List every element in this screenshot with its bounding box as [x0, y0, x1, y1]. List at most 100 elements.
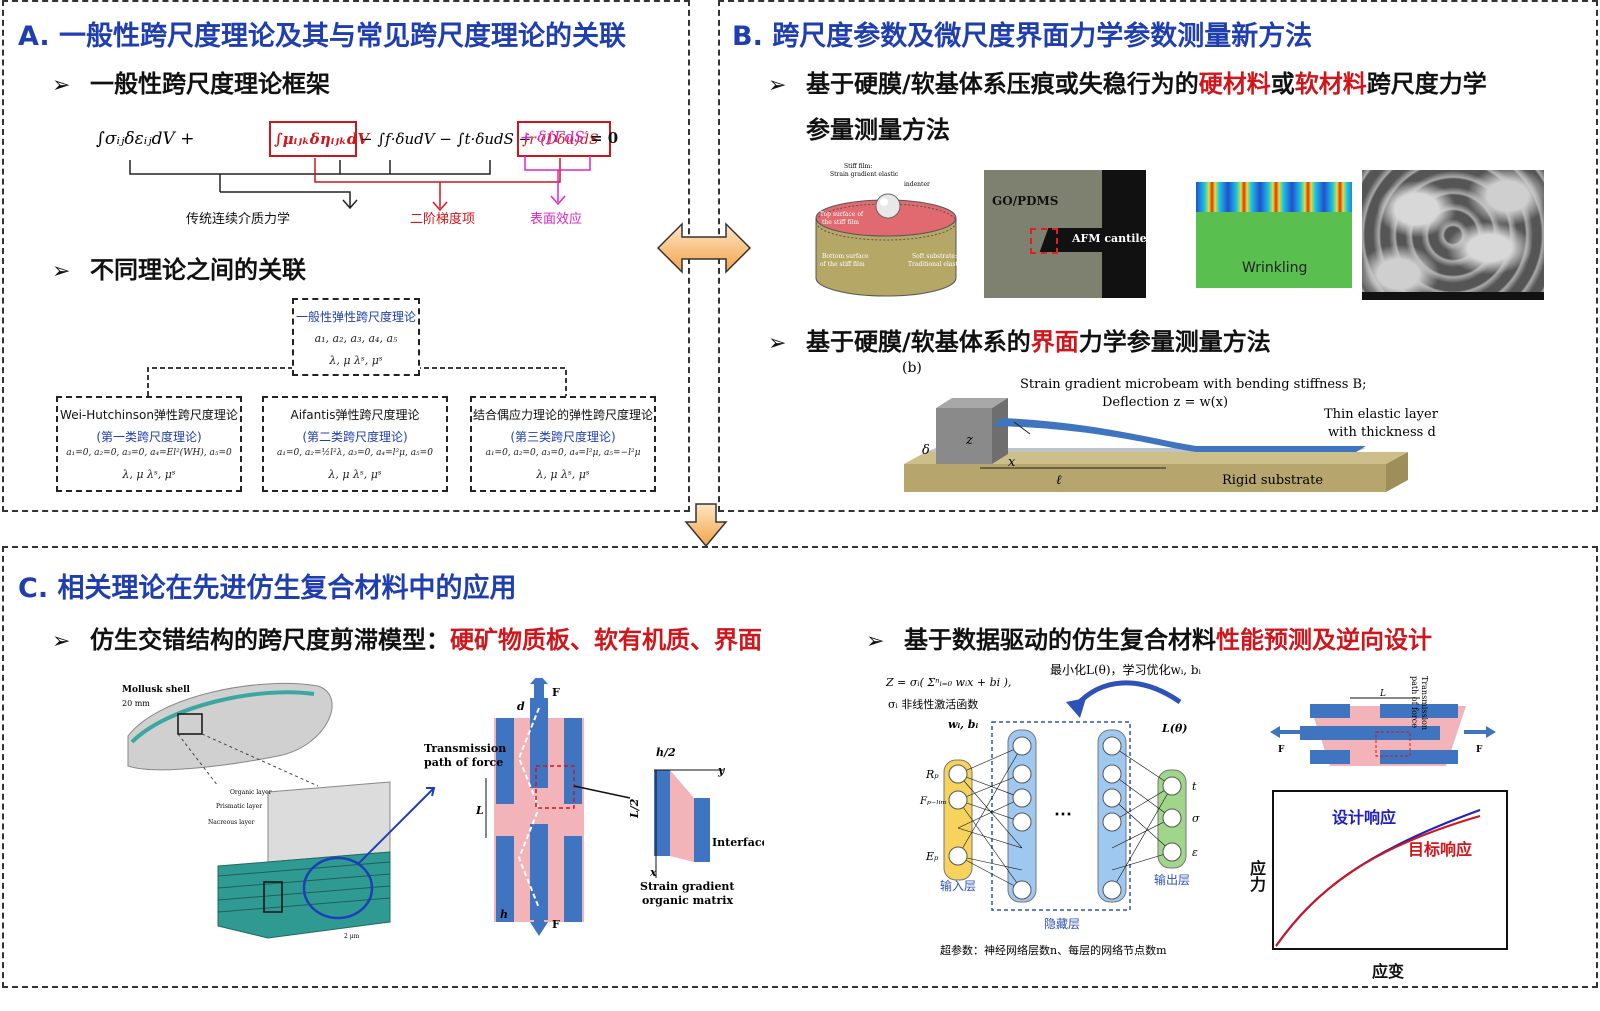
- stress-axis-label: 应力: [1247, 860, 1266, 892]
- svg-text:Stiff film:: Stiff film:: [844, 163, 872, 170]
- svg-text:Traditional elastic: Traditional elastic: [908, 261, 964, 268]
- svg-text:Rₚ: Rₚ: [925, 768, 939, 781]
- response-chart: 设计响应 目标响应: [1272, 790, 1508, 950]
- panel-b-bullet-1: ➢基于硬膜/软基体系压痕或失稳行为的硬材料或软材料跨尺度力学: [768, 70, 1487, 98]
- svg-text:d: d: [517, 700, 525, 713]
- svg-text:Z = σᵢ( Σⁿᵢ₌₀ wᵢx + bi ),: Z = σᵢ( Σⁿᵢ₌₀ wᵢx + bi ),: [885, 676, 1011, 689]
- svg-text:Prismatic layer: Prismatic layer: [216, 803, 262, 810]
- general-theory-moduli: λ, μ λˢ, μˢ: [329, 354, 383, 367]
- theory-2-params: a₁=0, a₂=½l²λ, a₃=0, a₄=l²μ, a₅=0: [277, 448, 433, 458]
- eq-box-second-order: [269, 121, 357, 157]
- svg-text:x: x: [1008, 455, 1016, 470]
- svg-text:隐藏层: 隐藏层: [1044, 917, 1080, 931]
- svg-text:Strain gradient elastic: Strain gradient elastic: [830, 171, 899, 178]
- theory-box-1: Wei-Hutchinson弹性跨尺度理论 (第一类跨尺度理论) a₁=0, a…: [56, 396, 242, 492]
- svg-text:L/2: L/2: [628, 798, 641, 819]
- eq-part-equals: = 0: [590, 129, 619, 147]
- panel-a-title: A. 一般性跨尺度理论及其与常见跨尺度理论的关联: [18, 21, 627, 52]
- panel-b-bullet-1-line2: 参量测量方法: [806, 116, 950, 144]
- nn-nodes: [948, 736, 1182, 900]
- svg-text:σᵢ 非线性激活函数: σᵢ 非线性激活函数: [888, 697, 978, 711]
- theory-3-title: 结合偶应力理论的弹性跨尺度理论: [472, 408, 653, 422]
- bullet-arrow-icon: ➢: [52, 259, 71, 284]
- svg-text:organic matrix: organic matrix: [642, 894, 733, 907]
- double-arrow-icon: [656, 222, 752, 274]
- nn-links: [957, 745, 1173, 891]
- neural-network-figure: Z = σᵢ( Σⁿᵢ₌₀ wᵢx + bi ), σᵢ 非线性激活函数 最小化…: [885, 662, 1202, 957]
- bullet-arrow-icon: ➢: [768, 73, 787, 98]
- svg-text:Nacreous layer: Nacreous layer: [208, 819, 255, 826]
- svg-text:(b): (b): [902, 360, 922, 376]
- svg-text:F: F: [552, 918, 560, 931]
- svg-text:Organic layer: Organic layer: [230, 789, 272, 796]
- framework-equation: ∫σᵢⱼδεᵢⱼdV + ∫μᵢⱼₖδηᵢⱼₖdV − ∫f·δudV − ∫t…: [96, 121, 611, 212]
- svg-text:20 mm: 20 mm: [122, 699, 150, 708]
- theory-3-moduli: λ, μ λˢ, μˢ: [536, 468, 590, 481]
- down-arrow-icon: [684, 503, 728, 548]
- svg-text:ℓ: ℓ: [1056, 473, 1062, 488]
- panel-a-bullet-2: ➢不同理论之间的关联: [52, 256, 306, 284]
- svg-text:Strain gradient microbeam with: Strain gradient microbeam with bending s…: [1020, 377, 1366, 392]
- svg-text:t: t: [1192, 780, 1197, 793]
- eq-box-higher-traction: [517, 121, 611, 157]
- svg-text:path of force: path of force: [1410, 676, 1419, 728]
- target-response-label: 目标响应: [1408, 840, 1473, 859]
- eq-part-external: − ∫f·δudV − ∫t·δudS −: [360, 130, 531, 148]
- label-second-gradient: 二阶梯度项: [410, 212, 476, 227]
- bullet-arrow-icon: ➢: [52, 73, 71, 98]
- theory-1-params: a₁=0, a₂=0, a₃=0, a₄=El²(WH), a₅=0: [66, 448, 232, 458]
- eq-part-classic: ∫σᵢⱼδεᵢⱼdV +: [96, 129, 194, 149]
- svg-text:Thin elastic layer: Thin elastic layer: [1324, 407, 1439, 422]
- wrinkling-image: Wrinkling: [1196, 182, 1352, 288]
- staggered-structure-figure: L F F Transmission path of force: [1270, 676, 1496, 766]
- svg-text:δ: δ: [922, 443, 930, 458]
- general-theory-title: 一般性弹性跨尺度理论: [295, 310, 416, 324]
- mollusk-shell-figure: Mollusk shell 20 mm Organic layer Prisma…: [122, 683, 436, 952]
- theory-2-sub: (第二类跨尺度理论): [302, 430, 408, 444]
- theory-1-moduli: λ, μ λˢ, μˢ: [122, 468, 176, 481]
- svg-text:ε: ε: [1192, 846, 1198, 859]
- svg-text:⋯: ⋯: [1054, 804, 1072, 825]
- svg-text:最小化L(θ)，学习优化wᵢ, bᵢ: 最小化L(θ)，学习优化wᵢ, bᵢ: [1050, 662, 1202, 677]
- svg-text:z: z: [965, 433, 973, 448]
- bullet-arrow-icon: ➢: [768, 331, 787, 356]
- eq-part-higher-traction: ∫r·(Dδu)dS: [522, 132, 599, 148]
- theory-3-sub: (第三类跨尺度理论): [510, 430, 616, 444]
- svg-text:path of force: path of force: [424, 756, 503, 769]
- panel-a-bullet-1: ➢一般性跨尺度理论框架: [52, 70, 330, 98]
- design-response-curve: [1275, 809, 1481, 947]
- bullet-arrow-icon: ➢: [866, 629, 885, 654]
- strain-axis-label: 应变: [1372, 962, 1405, 981]
- panel-c-bullet-2: ➢基于数据驱动的仿生复合材料性能预测及逆向设计: [866, 626, 1432, 654]
- svg-text:with thickness d: with thickness d: [1328, 425, 1436, 440]
- theory-3-params: a₁=0, a₂=0, a₃=0, a₄=l²μ, a₅=−l²μ: [485, 448, 641, 458]
- svg-text:L: L: [1379, 689, 1386, 699]
- target-response-curve: [1275, 815, 1481, 947]
- panel-c-title: C. 相关理论在先进仿生复合材料中的应用: [18, 573, 517, 604]
- indentation-figure: Stiff film: Strain gradient elastic inde…: [815, 163, 964, 297]
- svg-text:x: x: [649, 866, 657, 879]
- svg-text:indenter: indenter: [904, 181, 930, 188]
- svg-text:Eₚ: Eₚ: [925, 850, 939, 863]
- theory-1-title: Wei-Hutchinson弹性跨尺度理论: [60, 408, 238, 422]
- svg-text:wᵢ, bᵢ: wᵢ, bᵢ: [948, 718, 978, 731]
- svg-text:y: y: [717, 764, 726, 777]
- svg-text:h/2: h/2: [656, 746, 676, 759]
- svg-text:超参数：神经网络层数n、每层的网络节点数m: 超参数：神经网络层数n、每层的网络节点数m: [940, 943, 1167, 957]
- panel-b-title: B. 跨尺度参数及微尺度界面力学参数测量新方法: [732, 21, 1313, 52]
- svg-text:F: F: [1476, 745, 1483, 755]
- general-theory-params: a₁, a₂, a₃, a₄, a₅: [314, 332, 398, 345]
- theory-1-sub: (第一类跨尺度理论): [96, 430, 202, 444]
- afm-image: GO/PDMS AFM cantilev: [984, 170, 1146, 298]
- svg-text:Deflection z = w(x): Deflection z = w(x): [1102, 395, 1228, 410]
- label-surface-effect: 表面效应: [530, 212, 583, 227]
- eq-part-surface-text: + δ∫ΓdS′: [520, 128, 588, 146]
- bullet-arrow-icon: ➢: [52, 629, 71, 654]
- general-theory-box: 一般性弹性跨尺度理论 a₁, a₂, a₃, a₄, a₅ λ, μ λˢ, μ…: [292, 298, 420, 376]
- svg-text:the stiff film: the stiff film: [822, 219, 859, 226]
- svg-text:Transmission: Transmission: [424, 742, 506, 755]
- svg-text:Top surface of: Top surface of: [820, 211, 864, 218]
- shear-lag-figure: Transmission path of force F F d L h h/2…: [424, 678, 764, 936]
- svg-text:Rigid substrate: Rigid substrate: [1222, 473, 1323, 488]
- theory-box-3: 结合偶应力理论的弹性跨尺度理论 (第三类跨尺度理论) a₁=0, a₂=0, a…: [470, 396, 656, 492]
